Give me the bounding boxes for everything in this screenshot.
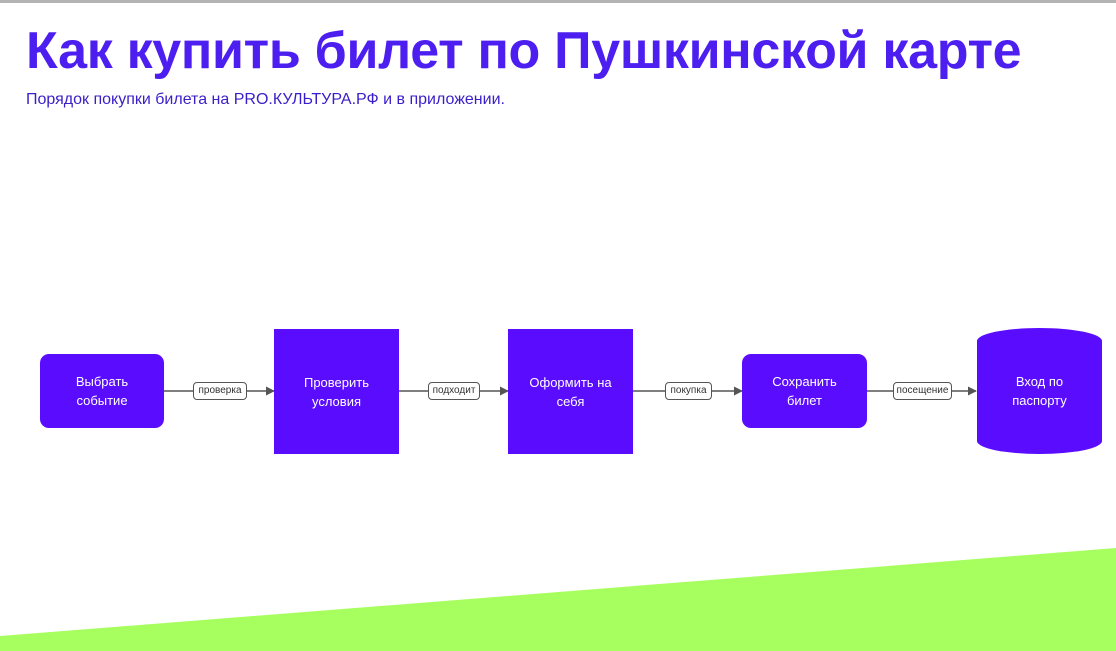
flow-node-check-conditions: Проверить условия <box>274 329 399 454</box>
flow-node-passport-entry: Вход по паспорту <box>976 327 1103 455</box>
flow-node-save-ticket: Сохранить билет <box>742 354 867 428</box>
cylinder-shape <box>977 328 1102 454</box>
green-band-shape <box>0 548 1116 651</box>
flow-node-register-self-line1: Оформить на <box>529 374 612 390</box>
flow-node-check-conditions-line1: Проверить <box>303 374 369 390</box>
edge-label-podkhodit: подходит <box>428 382 480 400</box>
flow-node-passport-entry-text: Вход по паспорту <box>976 327 1103 455</box>
flow-node-choose-event-line1: Выбрать <box>75 374 129 389</box>
flow-node-choose-event-line2: событие <box>76 393 128 408</box>
flow-node-passport-entry-line2: паспорту <box>1012 393 1067 408</box>
edge-label-pokupka: покупка <box>665 382 712 400</box>
edge-label-proverka: проверка <box>193 382 247 400</box>
flow-node-register-self: Оформить на себя <box>508 329 633 454</box>
page-subtitle: Порядок покупки билета на PRO.КУЛЬТУРА.Р… <box>26 91 505 108</box>
flow-node-register-self-line2: себя <box>556 393 585 409</box>
page-title: Как купить билет по Пушкинской карте <box>26 22 1022 80</box>
flow-node-check-conditions-line2: условия <box>311 393 361 409</box>
flow-node-save-ticket-line1: Сохранить <box>772 374 837 389</box>
flow-node-passport-entry-line1: Вход по <box>1015 374 1064 389</box>
flow-node-save-ticket-line2: билет <box>786 393 823 408</box>
cylinder-body <box>977 328 1102 454</box>
top-divider <box>0 0 1116 3</box>
flow-node-choose-event: Выбрать событие <box>40 354 164 428</box>
edge-label-poseshchenie: посещение <box>893 382 952 400</box>
